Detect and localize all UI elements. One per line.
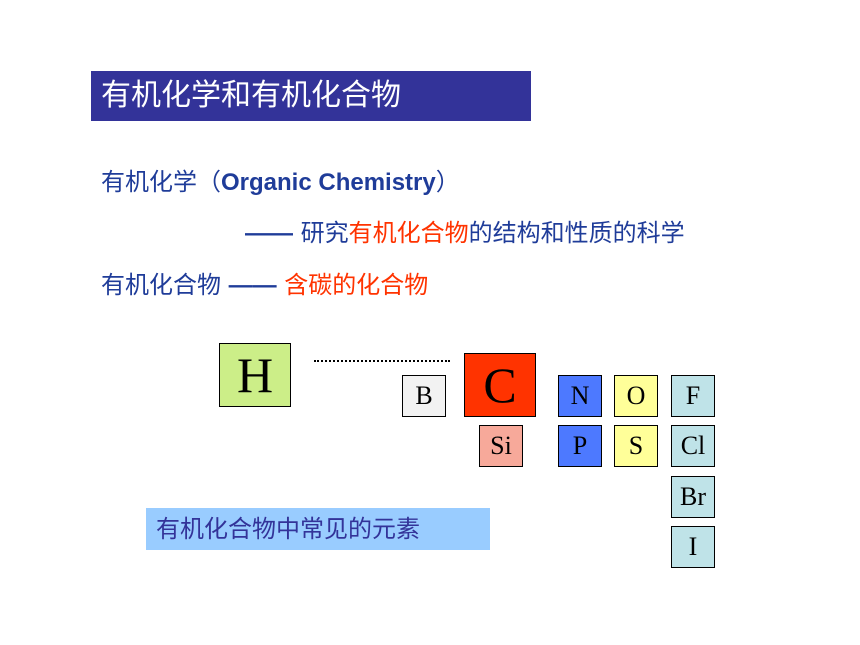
em-dash: —— [228, 272, 277, 299]
element-nitrogen: N [558, 375, 602, 417]
element-carbon: C [464, 353, 536, 417]
dotted-connector [314, 360, 450, 362]
definition-organic-chemistry: 有机化学（Organic Chemistry） [101, 167, 460, 198]
term-organic-chemistry: 有机化学（ [101, 168, 221, 196]
element-hydrogen: H [219, 343, 291, 407]
description-suffix: 的结构和性质的科学 [468, 219, 685, 247]
element-bromine: Br [671, 476, 715, 518]
description-prefix: 研究 [293, 219, 349, 247]
em-dash: —— [245, 220, 293, 247]
slide-title: 有机化学和有机化合物 [91, 71, 531, 121]
element-oxygen: O [614, 375, 658, 417]
close-paren: ） [435, 168, 460, 196]
carbon-compound-definition: 含碳的化合物 [276, 271, 429, 299]
element-sulfur: S [614, 425, 658, 467]
element-iodine: I [671, 526, 715, 568]
definition-organic-compound: 有机化合物 —— 含碳的化合物 [101, 270, 428, 301]
definition-description: —— 研究有机化合物的结构和性质的科学 [245, 218, 685, 249]
element-silicon: Si [479, 425, 523, 467]
element-phosphorus: P [558, 425, 602, 467]
term-organic-compound: 有机化合物 [101, 271, 229, 299]
common-elements-caption: 有机化合物中常见的元素 [146, 508, 490, 550]
element-fluorine: F [671, 375, 715, 417]
element-boron: B [402, 375, 446, 417]
english-term: Organic Chemistry [221, 169, 436, 196]
element-chlorine: Cl [671, 425, 715, 467]
highlight-organic-compounds: 有机化合物 [348, 219, 469, 247]
